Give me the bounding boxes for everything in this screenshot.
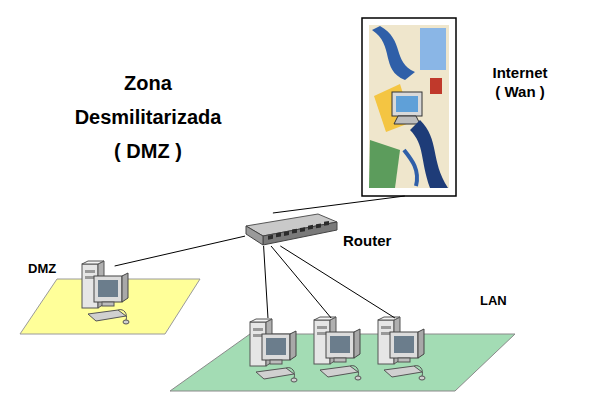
picture-patch (369, 140, 400, 188)
picture-patch (430, 78, 442, 94)
network-link (271, 246, 331, 318)
picture-patch (420, 28, 446, 70)
node-label: DMZ (28, 261, 88, 277)
network-link (273, 196, 405, 213)
picture-screen (396, 96, 418, 112)
network-link (115, 236, 245, 266)
router-device (246, 214, 337, 245)
zone-node: LAN (170, 318, 515, 390)
picture-frame (362, 18, 456, 196)
network-link (264, 246, 268, 318)
zone-node: Internet ( Wan ) (362, 18, 457, 196)
picture-keyboard (394, 116, 420, 124)
network-link (280, 246, 395, 318)
node-label: LAN (480, 293, 540, 309)
diagram-title: Zona Desmilitarizada ( DMZ ) (69, 66, 227, 168)
internet-picture (362, 18, 456, 196)
router-ports (268, 221, 329, 240)
picture-background (369, 25, 449, 188)
zone-node: DMZ (20, 266, 202, 334)
picture-monitor (392, 92, 422, 116)
computer-icon (378, 317, 425, 380)
computer-icon (314, 317, 361, 380)
picture-swirl (404, 150, 417, 186)
computer-icon (250, 319, 297, 382)
node-label: Router (343, 232, 423, 250)
zone-node: Router (245, 213, 338, 246)
picture-swirl (372, 26, 415, 80)
computer-icon (82, 261, 129, 324)
router-side (246, 226, 263, 245)
node-label: Internet ( Wan ) (490, 63, 550, 101)
